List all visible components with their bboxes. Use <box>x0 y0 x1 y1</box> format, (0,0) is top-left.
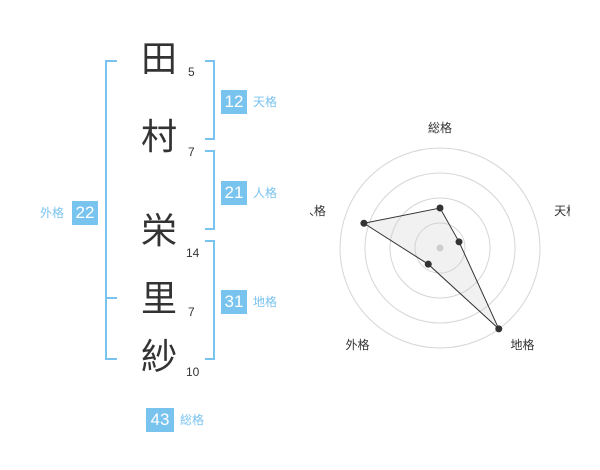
stroke-count-5: 10 <box>186 365 200 379</box>
radar-polygon <box>362 207 500 330</box>
gaikaku-label: 外格 <box>40 206 65 220</box>
name-char-5: 紗 <box>140 337 177 378</box>
chikaku-bracket <box>205 240 215 360</box>
name-char-2: 村 <box>140 117 177 158</box>
name-char-4: 里 <box>140 279 177 320</box>
radar-axis-label-2: 天格 <box>554 203 570 218</box>
tenkaku-value: 12 <box>221 90 247 114</box>
radar-labels: 総格天格地格 外格 人格 <box>310 120 570 352</box>
tenkaku-bracket <box>205 60 215 140</box>
radar-axis-label-5: 人格 <box>310 203 326 218</box>
stroke-count-2: 7 <box>188 145 195 159</box>
stroke-count-4: 7 <box>188 305 195 319</box>
jinkaku-value: 21 <box>221 181 247 205</box>
chikaku-label: 地格 <box>253 295 278 309</box>
soukaku-label: 総格 <box>180 413 205 427</box>
radar-axis-label-4: 外格 <box>345 337 369 352</box>
radar-ring <box>414 222 466 274</box>
tenkaku-label: 天格 <box>253 95 278 109</box>
jinkaku-label: 人格 <box>253 186 278 200</box>
chikaku-value: 31 <box>221 290 247 314</box>
radar-ring <box>364 172 516 324</box>
name-char-3: 栄 <box>140 211 177 252</box>
radar-point-1 <box>436 204 444 212</box>
stroke-count-3: 14 <box>186 246 200 260</box>
radar-grid <box>339 147 541 349</box>
radar-point-5 <box>360 219 368 227</box>
radar-axis-label-3: 地格 <box>511 337 535 352</box>
radar-point-3 <box>495 325 503 333</box>
radar-point-2 <box>455 238 463 246</box>
radar-point-4 <box>424 260 432 268</box>
gaikaku-value: 22 <box>72 201 98 225</box>
radar-axis-label-1: 総格 <box>428 120 452 135</box>
name-char-1: 田 <box>140 39 177 80</box>
radar-shape <box>360 204 503 333</box>
radar-center <box>436 244 444 252</box>
soukaku-value: 43 <box>146 408 174 432</box>
radar-ring <box>339 147 541 349</box>
radar-ring <box>389 197 491 299</box>
gaikaku-bracket-split <box>105 297 117 299</box>
jinkaku-bracket <box>205 150 215 230</box>
stroke-count-1: 5 <box>188 65 195 79</box>
radar-chart: 総格天格地格 外格 人格 <box>310 120 570 352</box>
gaikaku-bracket <box>105 60 117 360</box>
